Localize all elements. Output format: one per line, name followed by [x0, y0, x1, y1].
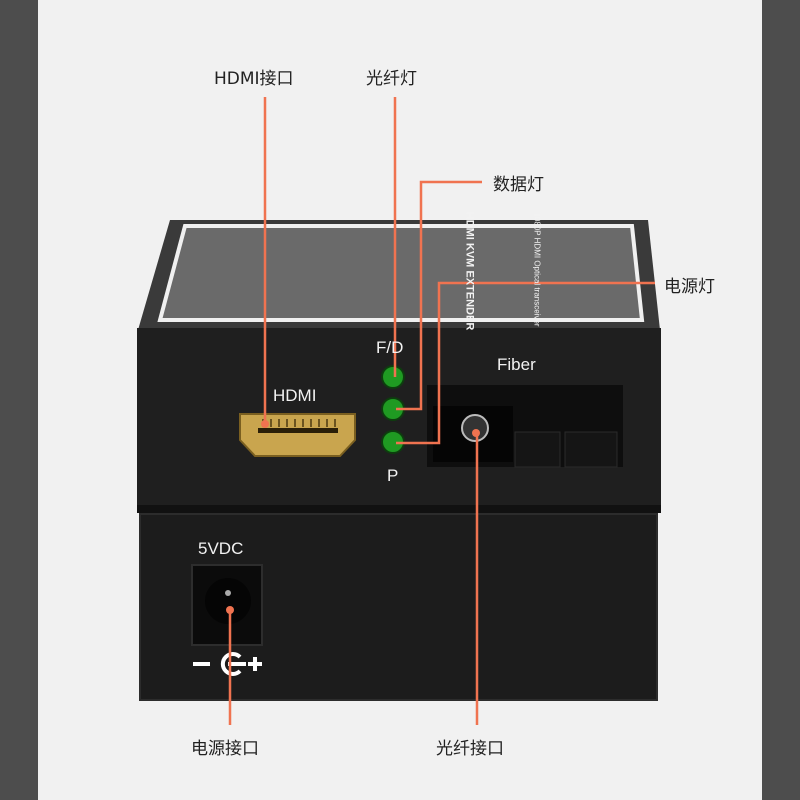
hdmi-port-label: HDMI [273, 386, 317, 405]
led-fd [381, 365, 405, 389]
callout-data-led: 数据灯 [493, 175, 544, 195]
callout-fiber-led: 光纤灯 [366, 69, 417, 89]
callout-lines [228, 97, 655, 725]
callout-line-power-led [396, 281, 655, 445]
power-rating-label: 5VDC [198, 539, 244, 558]
top-label-line2: 1080P HDMI Optical transceiver [532, 212, 542, 327]
led-p-label: P [387, 466, 399, 485]
fiber-port-icon [427, 385, 623, 468]
callout-fiber-port: 光纤接口 [436, 739, 504, 759]
right-frame-strip [762, 0, 800, 800]
fiber-port-label: Fiber [497, 355, 536, 374]
top-label-panel [157, 224, 645, 322]
callout-power-led: 电源灯 [664, 277, 715, 297]
led-fd-label: F/D [376, 338, 404, 357]
left-frame-strip [0, 0, 38, 800]
callout-power-port: 电源接口 [191, 739, 259, 759]
power-jack-icon [191, 564, 263, 646]
hdmi-port-icon [239, 413, 356, 457]
callout-line-data-led [396, 180, 482, 411]
top-label-line1: HDMI KVM EXTENDER [463, 211, 476, 331]
callout-hdmi-port: HDMI接口 [214, 69, 294, 89]
